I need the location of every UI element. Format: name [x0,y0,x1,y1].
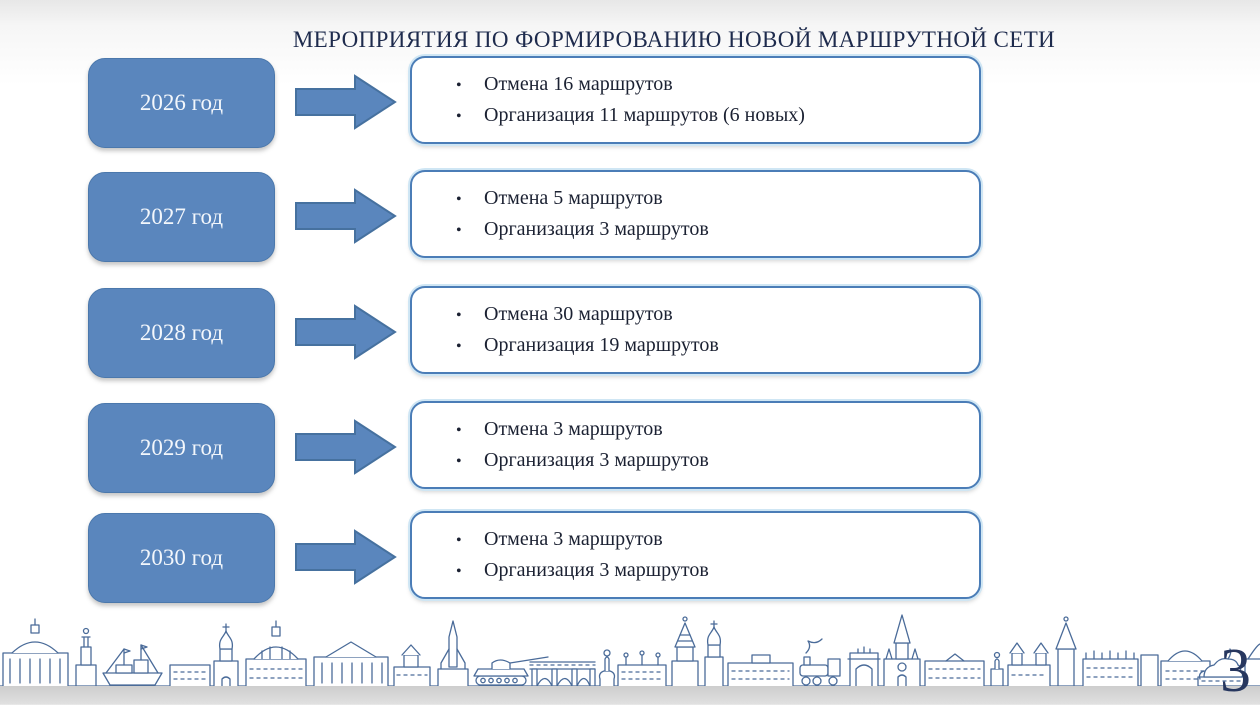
bullet-item: Отмена 3 маршрутов [456,525,979,555]
right-arrow-icon [295,188,397,244]
measures-box: Отмена 16 маршрутов Организация 11 маршр… [410,56,981,144]
bullet-item: Организация 3 маршрутов [456,556,979,586]
timeline-row-2028: 2028 год Отмена 30 маршрутов Организация… [88,286,985,378]
slide-title: МЕРОПРИЯТИЯ ПО ФОРМИРОВАНИЮ НОВОЙ МАРШРУ… [292,27,1056,52]
footer-band [0,686,1260,704]
measures-box: Отмена 5 маршрутов Организация 3 маршрут… [410,170,981,258]
year-badge: 2029 год [88,403,275,493]
page-number: 3 [1220,637,1251,705]
year-badge: 2030 год [88,513,275,603]
bullet-item: Отмена 30 маршрутов [456,300,979,330]
city-skyline-illustration [0,614,1260,687]
year-badge: 2026 год [88,58,275,148]
year-badge: 2028 год [88,288,275,378]
bullet-item: Организация 19 маршрутов [456,331,979,361]
measures-box: Отмена 3 маршрутов Организация 3 маршрут… [410,401,981,489]
year-badge: 2027 год [88,172,275,262]
right-arrow-icon [295,304,397,360]
bullet-item: Отмена 3 маршрутов [456,415,979,445]
measures-box: Отмена 3 маршрутов Организация 3 маршрут… [410,511,981,599]
right-arrow-icon [295,529,397,585]
timeline-row-2030: 2030 год Отмена 3 маршрутов Организация … [88,511,985,603]
bullet-item: Отмена 5 маршрутов [456,184,979,214]
bullet-item: Отмена 16 маршрутов [456,70,979,100]
right-arrow-icon [295,419,397,475]
right-arrow-icon [295,74,397,130]
bullet-item: Организация 3 маршрутов [456,215,979,245]
measures-box: Отмена 30 маршрутов Организация 19 маршр… [410,286,981,374]
bullet-item: Организация 3 маршрутов [456,446,979,476]
bullet-item: Организация 11 маршрутов (6 новых) [456,101,979,131]
timeline-row-2029: 2029 год Отмена 3 маршрутов Организация … [88,401,985,493]
timeline-row-2026: 2026 год Отмена 16 маршрутов Организация… [88,56,985,148]
timeline-row-2027: 2027 год Отмена 5 маршрутов Организация … [88,170,985,262]
